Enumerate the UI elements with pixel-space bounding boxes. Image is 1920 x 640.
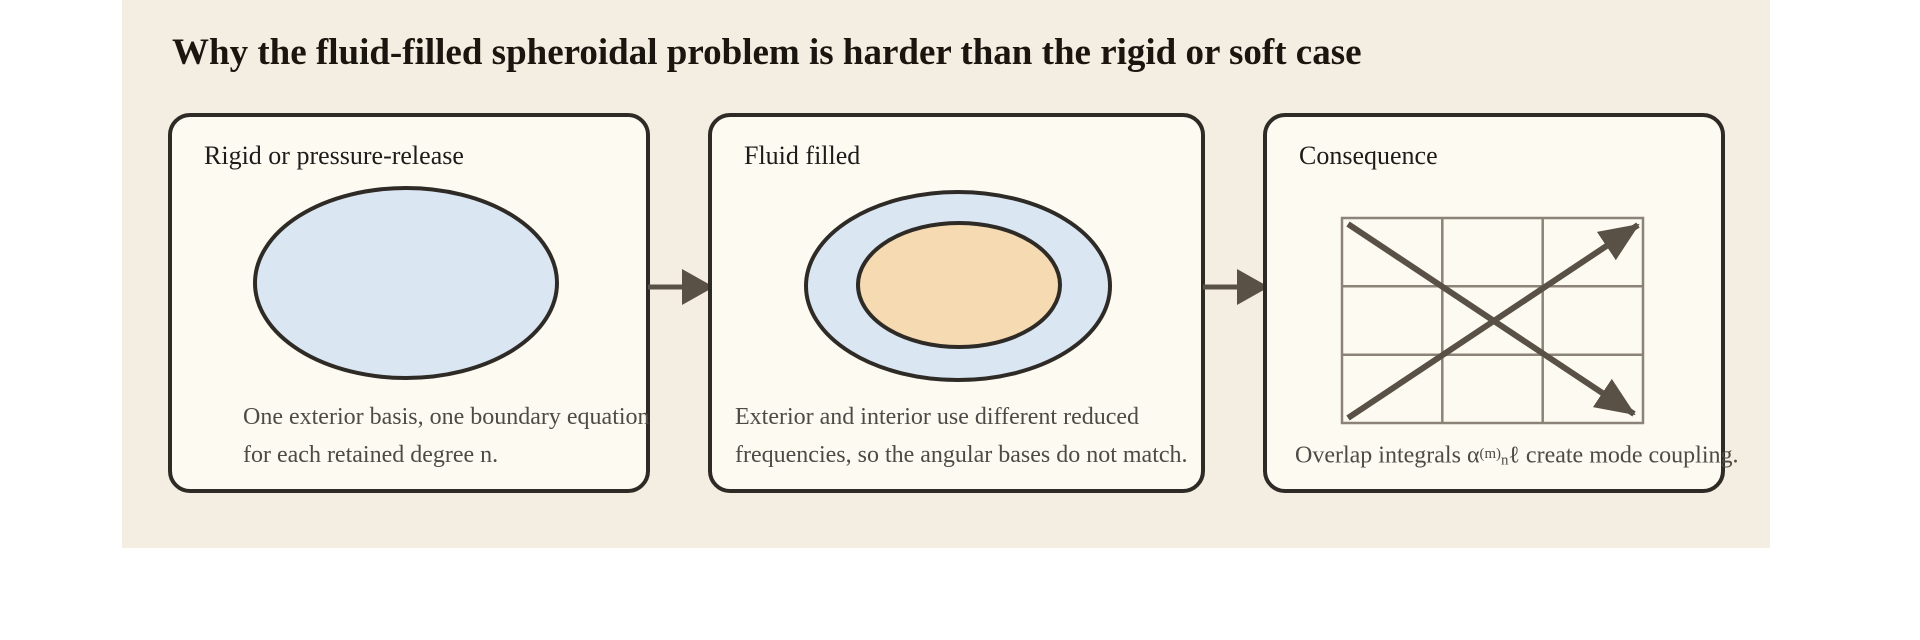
- caption-superscript: (m): [1479, 446, 1501, 462]
- panel-caption: One exterior basis, one boundary equatio…: [243, 398, 650, 474]
- coupling-arrow-descending: [1346, 221, 1636, 417]
- panel-caption: Overlap integrals α(m)nℓ create mode cou…: [1295, 435, 1739, 480]
- panel-heading: Consequence: [1299, 141, 1438, 170]
- caption-line: for each retained degree n.: [243, 442, 499, 468]
- panel-consequence: Consequence Overlap integrals α(m)nℓ cre…: [1263, 113, 1739, 493]
- panel-caption: Exterior and interior use different redu…: [735, 398, 1188, 474]
- caption-text-suffix: ℓ create mode coupling.: [1508, 442, 1739, 469]
- caption-line: One exterior basis, one boundary equatio…: [243, 404, 650, 430]
- inner-fluid-ellipse: [856, 221, 1062, 349]
- caption-line: frequencies, so the angular bases do not…: [735, 442, 1188, 468]
- fluid-filled-spheroid-diagram: [804, 190, 1112, 382]
- spheroid-ellipse: [253, 186, 559, 380]
- flow-arrow-icon: [1203, 269, 1269, 305]
- caption-text-prefix: Overlap integrals α: [1295, 442, 1480, 469]
- mode-coupling-matrix-diagram: [1340, 216, 1645, 425]
- rigid-spheroid-diagram: [253, 186, 559, 380]
- caption-line: Exterior and interior use different redu…: [735, 404, 1140, 430]
- panel-heading: Rigid or pressure-release: [204, 141, 464, 170]
- matrix-grid: [1340, 216, 1645, 425]
- caption-subscript: n: [1501, 452, 1509, 469]
- flow-arrow-icon: [648, 269, 714, 305]
- panel-rigid-or-pressure-release: Rigid or pressure-release One exterior b…: [168, 113, 650, 493]
- figure-title: Why the fluid-filled spheroidal problem …: [172, 32, 1362, 73]
- panel-fluid-filled: Fluid filled Exterior and interior use d…: [708, 113, 1205, 493]
- panel-heading: Fluid filled: [744, 141, 861, 170]
